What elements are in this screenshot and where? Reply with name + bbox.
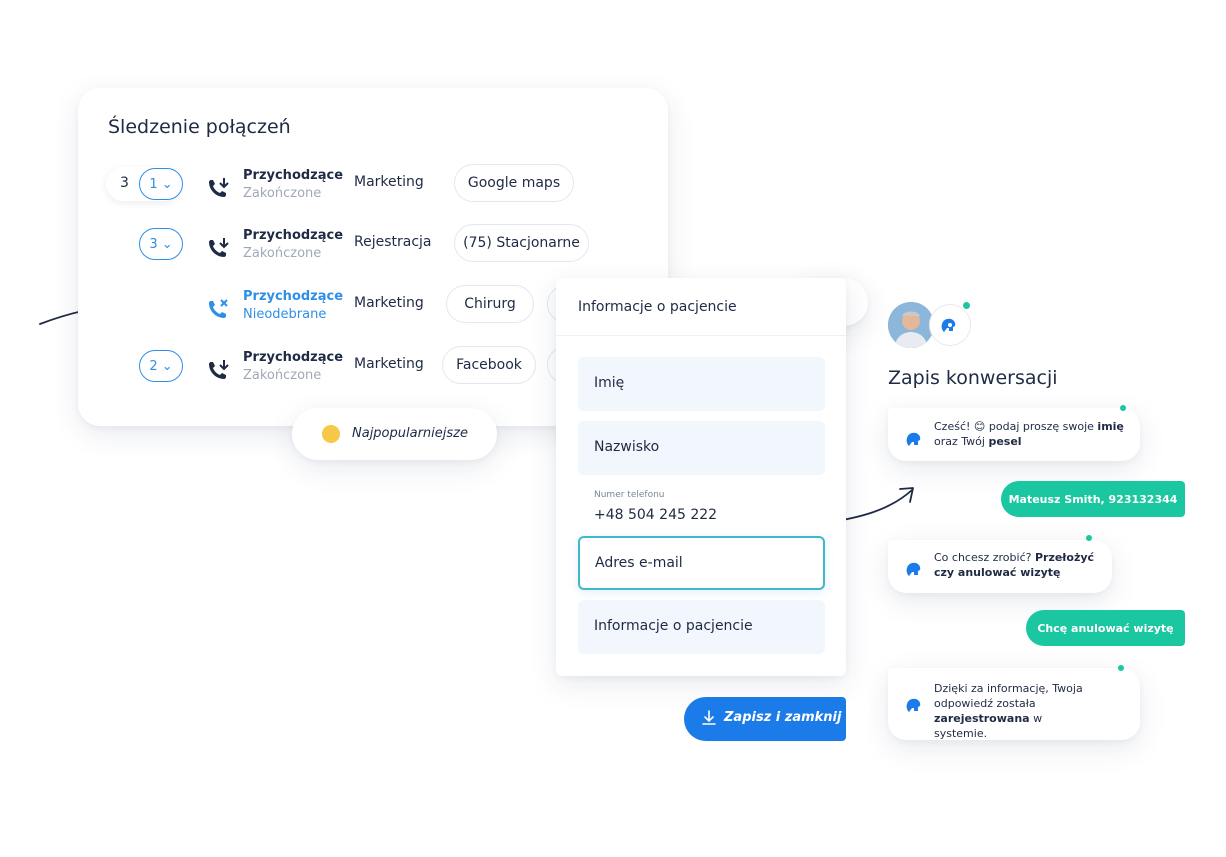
- user-message: Chcę anulować wizytę: [1026, 610, 1185, 646]
- bot-head-icon: [941, 318, 956, 332]
- last-name-field[interactable]: Nazwisko: [578, 421, 825, 475]
- call-row[interactable]: 3 ⌄ Przychodzące Zakończone Rejestracja …: [78, 224, 698, 272]
- incoming-call-icon: [209, 238, 229, 257]
- patient-info-card: Informacje o pacjencie Imię Nazwisko Num…: [556, 278, 846, 676]
- call-type: Przychodzące: [243, 228, 344, 243]
- phone-field[interactable]: +48 504 245 222: [594, 507, 718, 523]
- popular-badge: Najpopularniejsze: [292, 408, 497, 460]
- chevron-down-icon: ⌄: [161, 236, 173, 252]
- incoming-call-icon: [209, 178, 229, 197]
- user-message: Mateusz Smith, 923132344: [1001, 481, 1185, 517]
- expand-button[interactable]: 1 ⌄: [139, 168, 183, 200]
- bot-head-icon: [906, 432, 921, 446]
- call-status: Nieodebrane: [243, 307, 327, 322]
- bot-message: Cześć! 😊 podaj proszę swoje imię oraz Tw…: [888, 405, 1140, 461]
- bot-message: Dzięki za informację, Twoja odpowiedź zo…: [888, 665, 1140, 740]
- popular-label: Najpopularniejsze: [352, 426, 468, 441]
- bot-message: Co chcesz zrobić? Przełożyć czy anulować…: [888, 535, 1112, 593]
- expand-button[interactable]: 2 ⌄: [139, 350, 183, 382]
- online-dot: [1086, 535, 1092, 541]
- patient-card-header: Informacje o pacjencie: [556, 278, 846, 336]
- call-status: Zakończone: [243, 368, 322, 383]
- bot-avatar: [929, 304, 971, 346]
- source-tag[interactable]: (75) Stacjonarne: [454, 224, 589, 262]
- bot-head-icon: [906, 562, 921, 576]
- patient-notes-field[interactable]: Informacje o pacjencie: [578, 600, 825, 654]
- online-dot: [1118, 665, 1124, 671]
- call-category: Rejestracja: [354, 234, 432, 250]
- patient-card-title: Informacje o pacjencie: [578, 299, 737, 315]
- smiling-emoji-icon: [322, 425, 340, 443]
- call-type: Przychodzące: [243, 350, 344, 365]
- smile-emoji: 😊: [973, 420, 986, 433]
- chevron-down-icon: ⌄: [161, 176, 173, 192]
- source-tag[interactable]: Chirurg: [446, 285, 534, 323]
- chevron-down-icon: ⌄: [161, 358, 173, 374]
- download-icon: [702, 710, 716, 725]
- avatar: [888, 302, 934, 348]
- source-tag[interactable]: Facebook: [442, 346, 536, 384]
- source-tag[interactable]: Google maps: [454, 164, 574, 202]
- call-category: Marketing: [354, 295, 424, 311]
- call-row[interactable]: 3 1 ⌄ Przychodzące Zakończone Marketing …: [78, 164, 698, 212]
- save-and-close-label: Zapisz i zamknij: [724, 710, 842, 725]
- incoming-call-icon: [209, 360, 229, 379]
- call-type: Przychodzące: [243, 168, 344, 183]
- call-status: Zakończone: [243, 246, 322, 261]
- save-and-close-button[interactable]: Zapisz i zamknij: [684, 697, 846, 741]
- phone-field-label: Numer telefonu: [594, 490, 665, 500]
- first-name-field[interactable]: Imię: [578, 357, 825, 411]
- user-avatar-icon: [888, 302, 934, 348]
- conversation-title: Zapis konwersacji: [888, 367, 1058, 389]
- bot-head-icon: [906, 698, 921, 712]
- call-tracking-card: Śledzenie połączeń 3 1 ⌄ Przychodzące Za…: [78, 88, 668, 426]
- online-dot: [1120, 405, 1126, 411]
- call-tracking-title: Śledzenie połączeń: [108, 116, 291, 138]
- group-count: 3: [120, 175, 129, 191]
- call-category: Marketing: [354, 356, 424, 372]
- call-status: Zakończone: [243, 186, 322, 201]
- expand-button[interactable]: 3 ⌄: [139, 228, 183, 260]
- call-category: Marketing: [354, 174, 424, 190]
- call-type: Przychodzące: [243, 289, 344, 304]
- email-field[interactable]: Adres e-mail: [578, 536, 825, 590]
- missed-call-icon: [209, 299, 228, 318]
- online-indicator: [963, 302, 970, 309]
